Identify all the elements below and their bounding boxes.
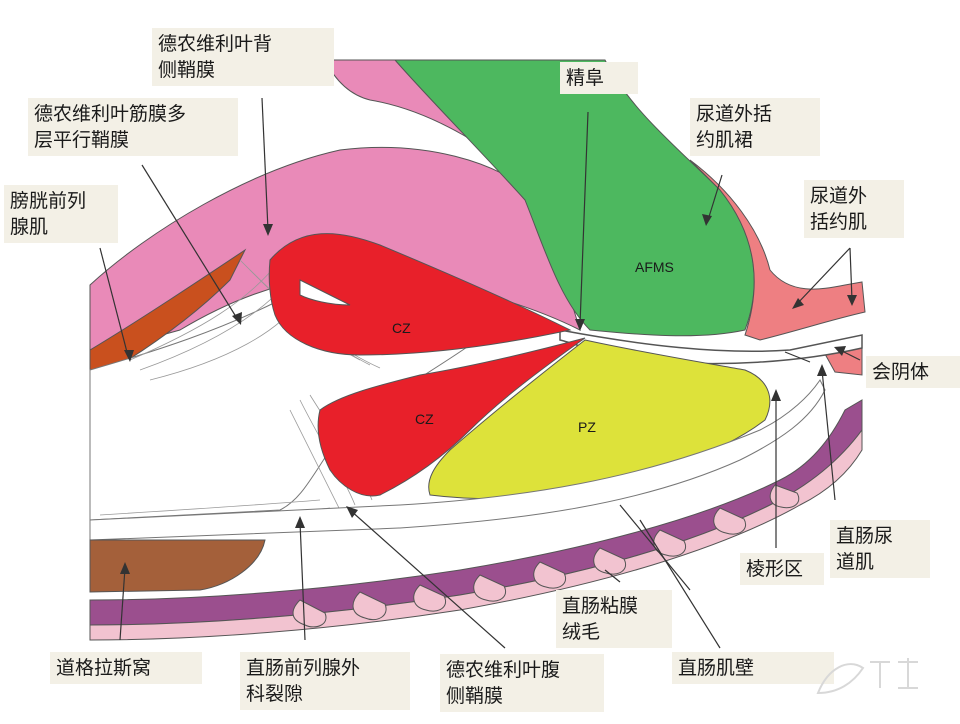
leader-dorsal-sheath bbox=[261, 97, 269, 231]
cz-upper-region bbox=[268, 233, 572, 356]
label-multilayer-sheath: 德农维利叶筋膜多 层平行鞘膜 bbox=[28, 98, 238, 156]
label-urethral-sphincter-skirt: 尿道外括 约肌裙 bbox=[690, 98, 820, 156]
cz-upper-text: CZ bbox=[392, 320, 411, 336]
cz-upper-notch bbox=[299, 279, 351, 306]
label-rectal-mucosa-villi: 直肠粘膜 绒毛 bbox=[556, 590, 672, 648]
label-perineal-body: 会阴体 bbox=[866, 356, 960, 388]
label-rectoprostatic-space: 直肠前列腺外 科裂隙 bbox=[240, 652, 410, 710]
afms-region bbox=[393, 59, 755, 337]
leader-rectal-wall-1 bbox=[639, 519, 721, 649]
afms-text: AFMS bbox=[635, 259, 674, 275]
label-urethral-sphincter: 尿道外 括约肌 bbox=[804, 180, 904, 238]
leader-rhomboid-2 bbox=[784, 351, 811, 363]
leader-mucosa-villi bbox=[604, 569, 621, 583]
label-dorsal-sheath: 德农维利叶背 侧鞘膜 bbox=[152, 28, 334, 86]
leader-multilayer-sheath bbox=[141, 164, 239, 321]
leader-rectoprostatic bbox=[299, 521, 306, 641]
leader-rectourethralis bbox=[821, 369, 836, 501]
leader-verumontanum bbox=[579, 111, 589, 326]
leader-sphincter-skirt bbox=[707, 174, 723, 221]
mucosa-villi bbox=[292, 484, 800, 628]
leader-sphincter-1 bbox=[795, 247, 851, 306]
leader-rectal-wall-2 bbox=[619, 504, 691, 591]
bladder-muscle-strip bbox=[89, 248, 247, 371]
label-douglas-pouch: 道格拉斯窝 bbox=[50, 652, 202, 684]
leader-arrowheads bbox=[120, 214, 857, 574]
rectoprostatic-gap bbox=[89, 379, 826, 541]
leader-bladder-muscle bbox=[99, 247, 129, 357]
pz-text: PZ bbox=[578, 419, 596, 435]
cz-lower-text: CZ bbox=[415, 411, 434, 427]
cz-lower-region bbox=[317, 337, 586, 497]
label-bladder-prostate-muscle: 膀胱前列 腺肌 bbox=[4, 185, 118, 243]
label-rectourethralis: 直肠尿 道肌 bbox=[830, 520, 930, 578]
douglas-pouch-region bbox=[89, 539, 266, 593]
label-verumontanum: 精阜 bbox=[560, 62, 638, 94]
urethral-sphincter-region bbox=[689, 159, 866, 341]
label-ventral-sheath: 德农维利叶腹 侧鞘膜 bbox=[440, 654, 604, 712]
leader-sphincter-2 bbox=[849, 247, 853, 301]
label-rhomboid-area: 棱形区 bbox=[740, 553, 824, 585]
watermark-logo bbox=[816, 658, 918, 695]
leader-ventral-sheath bbox=[349, 509, 506, 649]
label-rectal-wall: 直肠肌壁 bbox=[672, 652, 834, 684]
leader-douglas bbox=[119, 567, 126, 641]
leader-lines bbox=[99, 97, 861, 649]
